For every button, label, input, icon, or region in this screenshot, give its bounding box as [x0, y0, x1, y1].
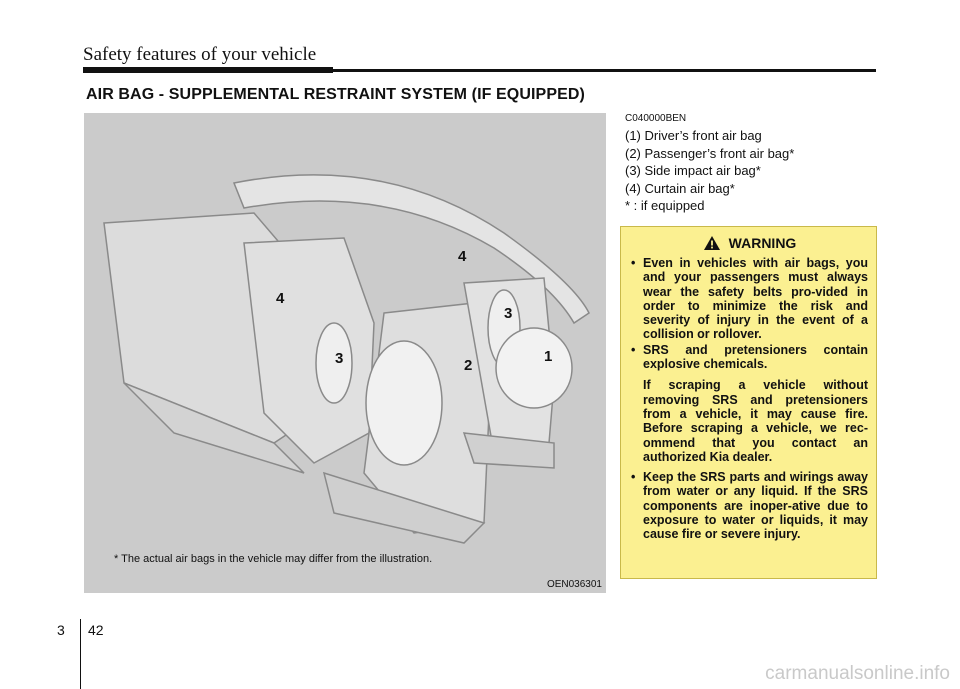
header-rule-accent: [83, 67, 333, 73]
watermark: carmanualsonline.info: [765, 663, 950, 684]
warning-item-text: SRS and pretensioners contain explosive …: [643, 342, 868, 372]
callout-1: 1: [544, 348, 552, 365]
rear-cushion-shape: [123, 382, 305, 474]
warning-box: WARNING Even in vehicles with air bags, …: [620, 226, 877, 579]
curtain-airbag-shape: [232, 174, 590, 325]
figure-code: OEN036301: [546, 579, 602, 590]
warning-sub-text: If scraping a vehicle without removing S…: [643, 378, 868, 464]
document-code: C040000BEN: [625, 113, 687, 124]
passenger-seat-base: [322, 471, 486, 544]
airbag-illustration: 4 4 3 3 2 1 * The actual air bags in the…: [84, 113, 606, 593]
warning-item: Even in vehicles with air bags, you and …: [631, 256, 868, 342]
airbag-legend: (1) Driver’s front air bag (2) Passenger…: [625, 127, 794, 215]
section-title: AIR BAG - SUPPLEMENTAL RESTRAINT SYSTEM …: [86, 86, 585, 103]
warning-item: SRS and pretensioners contain explosive …: [631, 343, 868, 372]
legend-item: (1) Driver’s front air bag: [625, 128, 762, 143]
warning-triangle-icon: [703, 236, 720, 250]
warning-header: WARNING: [631, 235, 868, 251]
warning-item-text: Even in vehicles with air bags, you and …: [643, 256, 868, 342]
callout-2: 2: [464, 357, 472, 374]
page-chapter: 3: [57, 622, 65, 638]
header-title: Safety features of your vehicle: [83, 44, 317, 65]
callout-4-rear: 4: [276, 290, 285, 307]
legend-item: (2) Passenger’s front air bag*: [625, 145, 795, 161]
airbag-diagram: 4 4 3 3 2 1: [103, 174, 590, 544]
driver-front-airbag: [495, 327, 573, 409]
page-divider: [80, 619, 81, 689]
page-number: 42: [88, 622, 104, 638]
passenger-front-airbag: [365, 340, 443, 466]
driver-seat-base: [462, 432, 555, 469]
side-airbag-rear: [315, 322, 353, 404]
warning-title: WARNING: [728, 234, 797, 251]
warning-list: Even in vehicles with air bags, you and …: [631, 256, 868, 371]
legend-item: (4) Curtain air bag*: [625, 180, 735, 196]
callout-3-rear: 3: [335, 350, 343, 367]
callout-3-front: 3: [504, 305, 512, 322]
callout-4-front: 4: [458, 248, 467, 265]
legend-footnote: * : if equipped: [625, 198, 705, 213]
warning-list: Keep the SRS parts and wirings away from…: [631, 470, 868, 541]
figure-caption: * The actual air bags in the vehicle may…: [114, 553, 433, 565]
header-rule: [83, 69, 876, 72]
warning-item-text: Keep the SRS parts and wirings away from…: [643, 470, 868, 542]
warning-item: Keep the SRS parts and wirings away from…: [631, 470, 868, 541]
legend-item: (3) Side impact air bag*: [625, 163, 761, 178]
